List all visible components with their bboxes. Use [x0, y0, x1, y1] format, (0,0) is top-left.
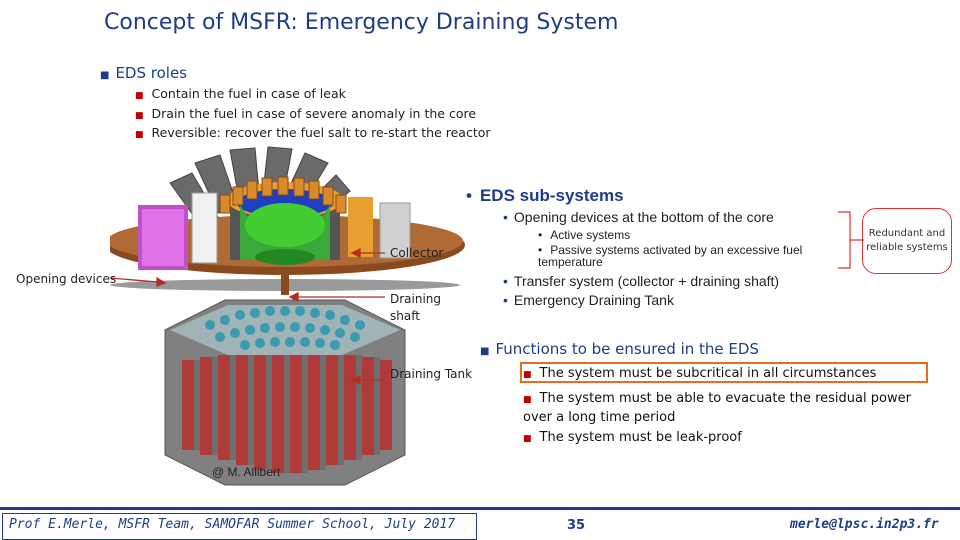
subsystem-item: • Transfer system (collector + draining s…: [503, 273, 779, 289]
eds-role-item: ■ Drain the fuel in case of severe anomal…: [135, 106, 476, 121]
subsystems-heading-text: EDS sub-systems: [480, 186, 624, 205]
draining-tank-label: Draining Tank: [390, 367, 472, 381]
eds-role-item: ■ Reversible: recover the fuel salt to re…: [135, 125, 491, 140]
subsystem-subitem-text: Passive systems activated by an excessiv…: [538, 243, 802, 269]
subsystem-subitem-text: Active systems: [550, 228, 630, 242]
bullet-square-icon: ■: [523, 370, 532, 380]
eds-roles-heading: ■ EDS roles: [100, 64, 187, 82]
subsystems-heading: • EDS sub-systems: [466, 186, 624, 206]
subsystem-text: Transfer system (collector + draining sh…: [514, 273, 779, 289]
subsystem-subitem: • Active systems: [538, 228, 630, 242]
footer-author: Prof E.Merle, MSFR Team, SAMOFAR Summer …: [9, 517, 455, 532]
function-text: The system must be able to evacuate the …: [523, 391, 911, 425]
functions-heading: ■ Functions to be ensured in the EDS: [480, 340, 759, 358]
page-title: Concept of MSFR: Emergency Draining Syst…: [104, 10, 618, 35]
subsystem-item: • Opening devices at the bottom of the co…: [503, 209, 774, 225]
eds-roles-heading-text: EDS roles: [115, 64, 187, 82]
function-text: The system must be leak-proof: [540, 430, 742, 445]
bullet-square-icon: ■: [523, 434, 532, 444]
bullet-dot-icon: •: [503, 209, 508, 225]
eds-role-text: Contain the fuel in case of leak: [152, 86, 346, 101]
footer-divider: [0, 507, 960, 510]
draining-shaft-label: Draining shaft: [390, 291, 450, 325]
bullet-dot-icon: •: [538, 228, 542, 242]
function-item: ■The system must be able to evacuate the…: [523, 390, 923, 426]
eds-role-text: Reversible: recover the fuel salt to re-…: [152, 125, 491, 140]
function-item: ■ The system must be subcritical in all c…: [523, 366, 876, 381]
page-number: 35: [567, 518, 585, 533]
bullet-square-icon: ■: [135, 91, 144, 101]
functions-heading-text: Functions to be ensured in the EDS: [495, 340, 759, 358]
eds-role-text: Drain the fuel in case of severe anomaly…: [152, 106, 477, 121]
subsystem-item: • Emergency Draining Tank: [503, 292, 674, 308]
bullet-square-icon: ■: [523, 395, 532, 405]
redundant-note-box: Redundant and reliable systems: [862, 208, 952, 274]
eds-role-item: ■ Contain the fuel in case of leak: [135, 86, 346, 101]
bullet-square-icon: ■: [135, 130, 144, 140]
collector-label: Collector: [390, 246, 443, 260]
subsystem-text: Emergency Draining Tank: [514, 292, 674, 308]
function-item: ■ The system must be leak-proof: [523, 430, 742, 445]
bullet-square-icon: ■: [480, 346, 489, 357]
subsystem-text: Opening devices at the bottom of the cor…: [514, 209, 774, 225]
image-credit: @ M. Allibert: [212, 465, 280, 479]
bullet-dot-icon: •: [503, 273, 508, 289]
bullet-dot-icon: •: [466, 186, 472, 205]
redundant-note-text: Redundant and reliable systems: [863, 227, 951, 255]
bullet-dot-icon: •: [503, 292, 508, 308]
opening-devices-label: Opening devices: [16, 272, 116, 286]
subsystem-subitem: •Passive systems activated by an excessi…: [538, 244, 828, 268]
footer-email: merle@lpsc.in2p3.fr: [790, 517, 939, 532]
bullet-square-icon: ■: [135, 111, 144, 121]
function-text: The system must be subcritical in all ci…: [540, 366, 877, 381]
bullet-square-icon: ■: [100, 70, 109, 81]
